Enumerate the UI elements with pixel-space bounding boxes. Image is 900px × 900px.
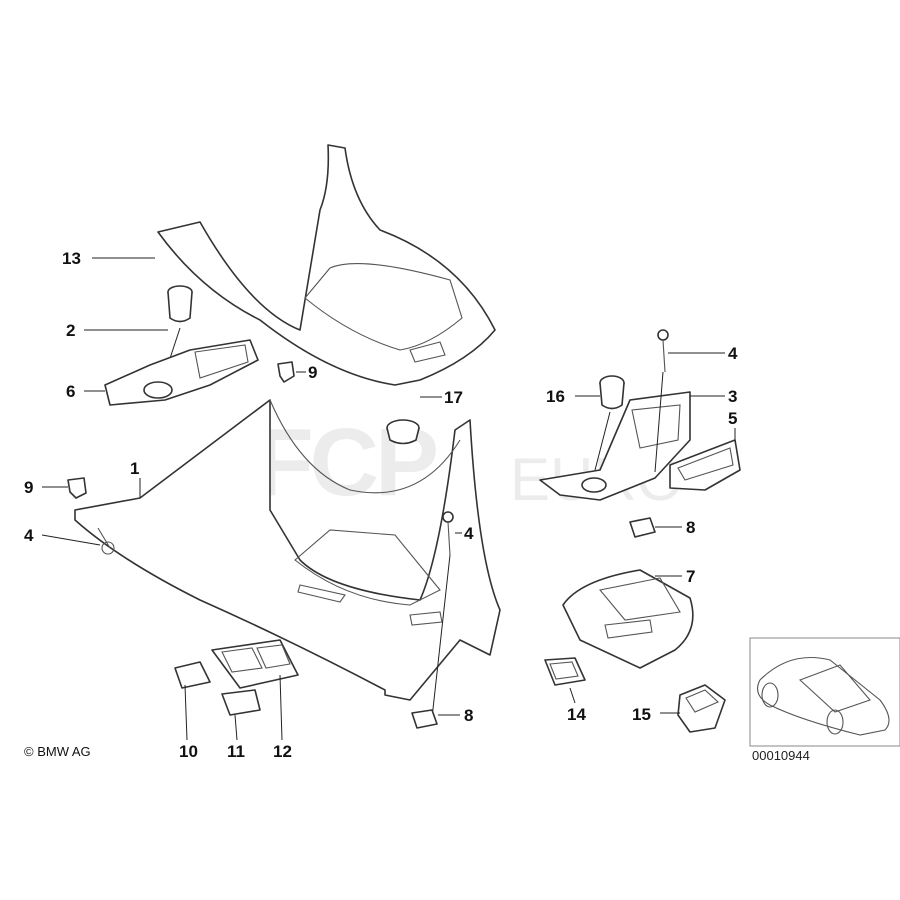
callout-12: 12 bbox=[273, 742, 292, 761]
callout-13: 13 bbox=[62, 249, 81, 268]
part-9-clip-left[interactable] bbox=[67, 477, 87, 499]
part-1-center-console[interactable] bbox=[74, 399, 501, 701]
callout-3: 3 bbox=[728, 387, 738, 406]
part-10-blank-cap[interactable] bbox=[174, 661, 211, 689]
part-13-trim-cover[interactable] bbox=[157, 144, 496, 386]
part-8-nut-right[interactable] bbox=[629, 517, 656, 538]
callout-4-left: 4 bbox=[24, 526, 34, 545]
callout-8-center: 8 bbox=[464, 706, 474, 725]
part-16-lighter-socket[interactable] bbox=[594, 375, 625, 471]
callout-17: 17 bbox=[444, 388, 463, 407]
part-15-cover-cup[interactable] bbox=[677, 684, 726, 733]
part-17-grommet[interactable] bbox=[386, 419, 420, 445]
part-5-storage-tray[interactable] bbox=[669, 439, 741, 491]
callout-4-right: 4 bbox=[728, 344, 738, 363]
callout-7: 7 bbox=[686, 567, 696, 586]
callout-5: 5 bbox=[728, 409, 738, 428]
part-6-ashtray-carrier[interactable] bbox=[104, 339, 259, 406]
callout-9-top: 9 bbox=[308, 363, 318, 382]
vehicle-locator-inset bbox=[749, 637, 900, 747]
callout-14: 14 bbox=[567, 705, 586, 724]
part-11-blank-cap[interactable] bbox=[221, 689, 261, 716]
callout-10: 10 bbox=[179, 742, 198, 761]
part-4-screw-right-top[interactable] bbox=[654, 329, 669, 473]
copyright-text: © BMW AG bbox=[24, 744, 91, 759]
part-9-clip-top[interactable] bbox=[277, 361, 295, 383]
callout-15: 15 bbox=[632, 705, 651, 724]
part-3-ashtray-insert[interactable] bbox=[539, 391, 691, 501]
callout-8-right: 8 bbox=[686, 518, 696, 537]
callout-11: 11 bbox=[227, 742, 245, 761]
callout-1: 1 bbox=[130, 459, 140, 478]
part-12-switch-frame[interactable] bbox=[211, 639, 299, 689]
part-7-shift-cover[interactable] bbox=[562, 569, 694, 669]
callout-9-left: 9 bbox=[24, 478, 34, 497]
part-8-nut-center[interactable] bbox=[411, 709, 438, 729]
callout-4-center: 4 bbox=[464, 524, 474, 543]
diagram-reference-number: 00010944 bbox=[752, 748, 810, 763]
callout-6: 6 bbox=[66, 382, 76, 401]
callout-2: 2 bbox=[66, 321, 76, 340]
part-4-screw-center[interactable] bbox=[431, 511, 454, 719]
part-14-switch[interactable] bbox=[544, 657, 586, 686]
callout-16: 16 bbox=[546, 387, 565, 406]
leader-lines bbox=[41, 257, 736, 741]
part-2-lighter[interactable] bbox=[157, 285, 193, 396]
